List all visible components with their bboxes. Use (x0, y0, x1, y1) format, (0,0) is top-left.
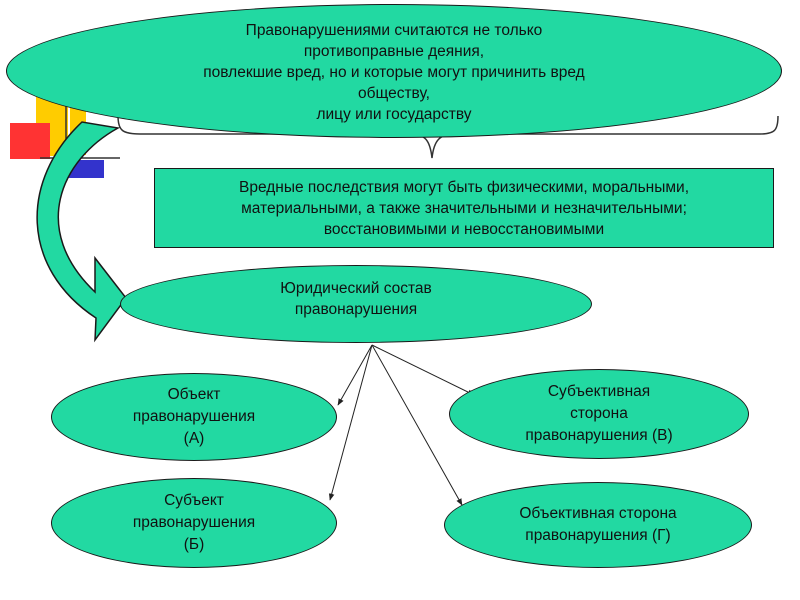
subjective-side-text: Субъективная сторона правонарушения (В) (525, 383, 673, 444)
harmful-consequences-box: Вредные последствия могут быть физически… (154, 168, 774, 248)
object-ellipse: Объект правонарушения (А) (51, 373, 337, 461)
arrow-to-object (337, 344, 373, 406)
subject-ellipse: Субъект правонарушения (Б) (51, 478, 337, 568)
legal-composition-ellipse: Юридический состав правонарушения (120, 265, 592, 343)
objective-side-ellipse: Объективная сторона правонарушения (Г) (444, 482, 752, 568)
red-square (10, 123, 50, 159)
offense-definition-text: Правонарушениями считаются не только про… (203, 21, 585, 123)
arrow-to-objective (371, 344, 463, 506)
connector-arrows (328, 344, 475, 506)
objective-side-text: Объективная сторона правонарушения (Г) (519, 505, 677, 544)
arrow-to-subjective (371, 344, 475, 396)
object-text: Объект правонарушения (А) (132, 386, 256, 447)
subjective-side-ellipse: Субъективная сторона правонарушения (В) (449, 369, 749, 459)
legal-composition-text: Юридический состав правонарушения (280, 280, 432, 318)
curved-arrow (36, 121, 127, 343)
subject-text: Субъект правонарушения (Б) (132, 492, 256, 553)
brace-line (117, 115, 779, 159)
harmful-consequences-text: Вредные последствия могут быть физически… (238, 178, 689, 238)
arrow-to-subject (328, 344, 373, 501)
offense-definition-ellipse: Правонарушениями считаются не только про… (6, 4, 782, 138)
